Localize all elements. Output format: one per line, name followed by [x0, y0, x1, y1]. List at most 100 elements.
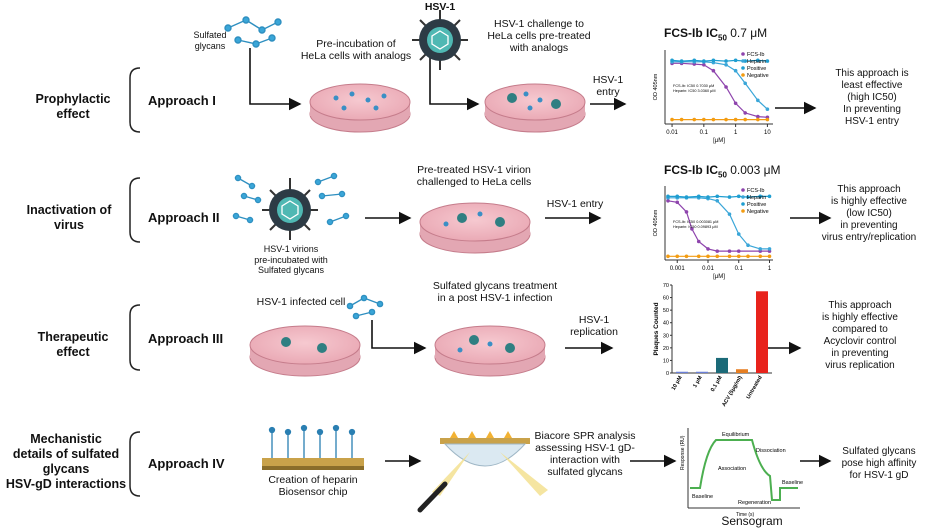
data-point	[715, 199, 720, 203]
x-tick-label: 0.1	[735, 266, 744, 272]
x-tick-label: 0.001	[670, 266, 686, 272]
data-point	[692, 58, 697, 63]
data-point	[684, 195, 689, 199]
legend-label: Negative	[747, 209, 769, 215]
inset-label: Heparin: IC50 3.0360 μM	[673, 89, 716, 93]
series-line	[672, 61, 768, 110]
data-point	[736, 232, 741, 236]
sensogram-chart	[687, 428, 800, 509]
category-label: ACV (5μg/ml)	[721, 375, 744, 408]
petri-dish-icon	[419, 202, 531, 254]
data-point	[756, 98, 760, 103]
sulfated-glycans-icon	[346, 294, 384, 320]
bar	[676, 371, 688, 373]
data-point	[711, 117, 716, 122]
infected-cell-label: HSV-1 infected cell	[256, 296, 346, 308]
virus-label: HSV-1	[424, 1, 456, 13]
category-label: 10 μM	[671, 375, 684, 392]
approach-1-label: Approach I	[148, 93, 216, 108]
data-point	[675, 200, 680, 205]
legend-marker	[741, 209, 745, 213]
data-point	[702, 63, 706, 67]
data-point	[679, 117, 684, 122]
y-axis-label: Plaques Counted	[653, 302, 660, 355]
legend-marker	[741, 195, 745, 199]
data-point	[684, 210, 689, 214]
data-point	[692, 117, 697, 122]
inset-label: FCS-Ib: IC50 0.003081 μM	[673, 220, 718, 224]
data-point	[670, 58, 674, 63]
data-point	[767, 194, 772, 199]
data-point	[711, 58, 716, 63]
legend-label: Positive	[747, 66, 766, 72]
petri-dish-icon	[309, 83, 411, 133]
category-label: 1 μM	[692, 375, 704, 389]
petri-dish-icon	[249, 325, 361, 377]
y-axis-label: OD 405nm	[653, 73, 659, 100]
data-point	[733, 58, 738, 63]
virus-with-glycans-icon	[232, 172, 350, 240]
data-point	[758, 247, 763, 251]
category-label: 0.1 μM	[710, 375, 724, 393]
entry-label-2: HSV-1 entry	[546, 198, 604, 210]
data-point	[733, 101, 738, 106]
y-axis-label: OD 405nm	[653, 209, 659, 236]
biosensor-chip-icon	[262, 424, 364, 470]
data-point	[675, 194, 680, 199]
y-tick-label: 0	[666, 371, 669, 377]
y-tick-label: 30	[663, 333, 669, 339]
data-point	[706, 247, 710, 251]
data-point	[767, 254, 772, 259]
data-point	[715, 194, 720, 199]
data-point	[767, 247, 772, 251]
data-point	[696, 254, 701, 259]
sensogram-association: Association	[718, 466, 746, 472]
legend-label: Negative	[747, 73, 769, 79]
data-point	[666, 199, 670, 203]
y-tick-label: 60	[663, 296, 669, 302]
petri-dish-icon	[434, 325, 546, 377]
y-tick-label: 50	[663, 308, 669, 314]
y-tick-label: 70	[663, 283, 669, 289]
chart-2-title: FCS-Ib IC50 0.003 μM	[664, 163, 781, 180]
data-point	[706, 195, 710, 199]
x-axis-label: [μM]	[713, 138, 725, 144]
legend-label: Heparin	[747, 195, 766, 201]
sensogram-ylabel: Response (RU)	[680, 435, 686, 470]
approach-2-label: Approach II	[148, 210, 220, 225]
data-point	[684, 254, 689, 259]
inset-label: Heparin: IC50 0.09893 μM	[673, 225, 718, 229]
series-line	[672, 62, 768, 118]
data-point	[666, 194, 670, 199]
data-point	[727, 212, 732, 216]
x-tick-label: 1	[768, 266, 772, 272]
data-point	[743, 81, 747, 86]
sensogram-dissociation: Dissociation	[756, 448, 786, 454]
legend-marker	[741, 188, 745, 192]
data-point	[696, 194, 701, 199]
data-point	[727, 195, 732, 199]
data-point	[696, 239, 701, 244]
data-point	[711, 68, 716, 73]
x-tick-label: 1	[734, 130, 738, 136]
data-point	[666, 254, 670, 259]
data-point	[702, 59, 706, 63]
data-point	[736, 194, 741, 199]
sulfated-glycans-icon	[224, 16, 282, 48]
flow-arrows	[249, 48, 832, 468]
sensogram-baseline-1: Baseline	[692, 494, 713, 500]
bar	[716, 357, 728, 373]
